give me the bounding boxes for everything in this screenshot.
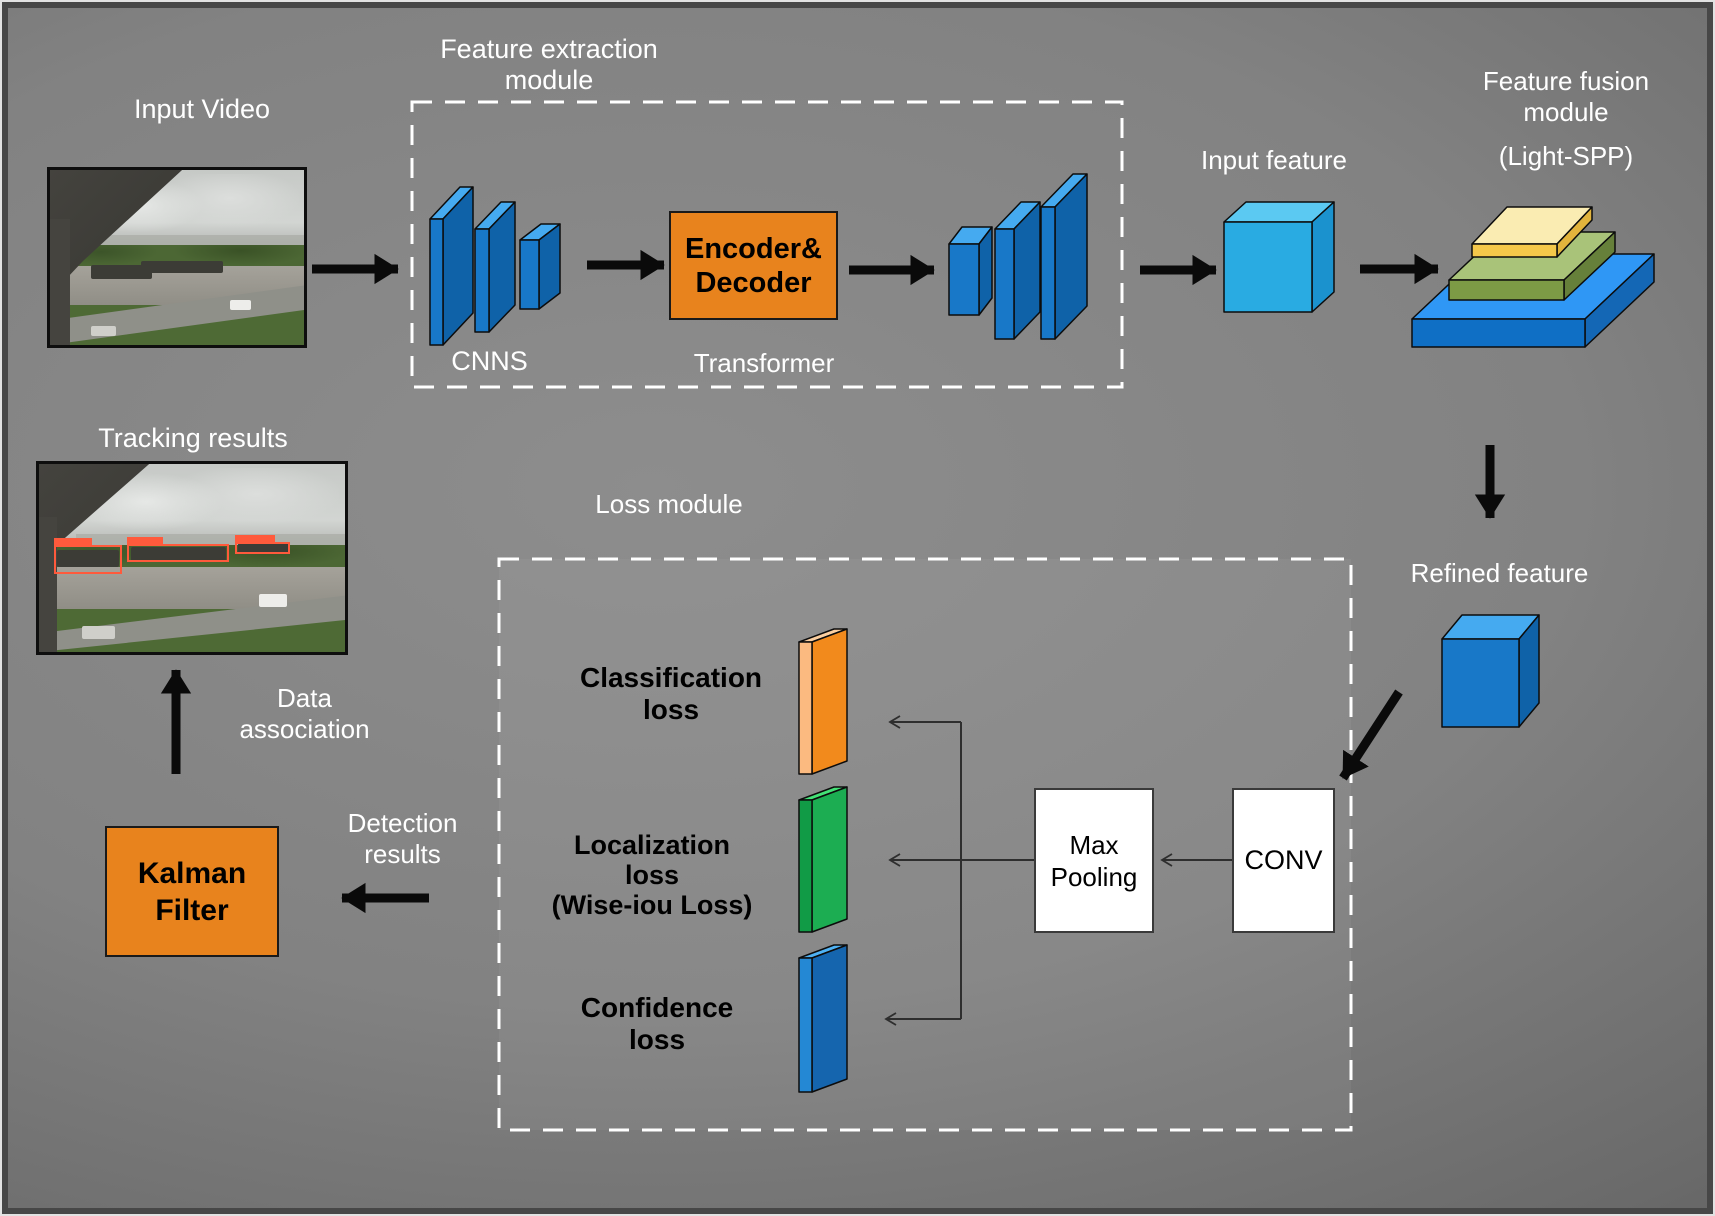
classification-loss-slab xyxy=(798,628,848,775)
loss-module-title: Loss module xyxy=(595,489,743,519)
cube-front-face xyxy=(1223,221,1313,313)
input-video-image xyxy=(47,167,307,348)
block-front-face xyxy=(948,243,980,316)
block-front-face xyxy=(1040,206,1056,340)
loss-module-box xyxy=(497,557,1353,1132)
cube-front-face xyxy=(1441,638,1520,728)
tracked-ship xyxy=(237,542,290,555)
classification-loss-line1: Classification xyxy=(579,662,763,693)
slab-front-face xyxy=(798,957,813,1093)
feature-fusion-pyramid xyxy=(1411,206,1655,348)
encoder-decoder-label-line2: Decoder xyxy=(695,266,812,299)
photo-city-skyline xyxy=(80,234,304,247)
slab-side-face xyxy=(811,628,848,775)
tracking-results-image xyxy=(36,461,348,655)
tracking-bbox xyxy=(235,535,290,554)
confidence-loss-line2: loss xyxy=(628,1024,686,1055)
max-pooling-label-line2: Pooling xyxy=(1050,861,1138,892)
slab-front-face xyxy=(798,799,813,933)
arrow-refined-to-loss-module xyxy=(1339,689,1403,781)
slab-side-face xyxy=(811,944,848,1093)
block-side-face xyxy=(538,223,561,310)
classification-loss-label: Classification loss xyxy=(541,662,801,726)
feature-fusion-subtitle: (Light-SPP) xyxy=(1498,141,1634,171)
input-video-label: Input Video xyxy=(133,94,271,124)
pyramid-yellow-front xyxy=(1471,243,1558,258)
feature-extraction-module-title: Feature extraction module xyxy=(384,34,714,96)
input-feature-label: Input feature xyxy=(1201,145,1347,175)
feature-fusion-module-title: Feature fusion module xyxy=(1450,66,1682,128)
feature-extraction-title-line1: Feature extraction xyxy=(440,34,658,64)
feature-fusion-title-line1: Feature fusion xyxy=(1482,66,1650,96)
block-front-face xyxy=(519,239,540,310)
block-front-face xyxy=(474,228,490,333)
transformer-label: Transformer xyxy=(693,348,835,378)
data-association-line1: Data xyxy=(277,683,332,713)
kalman-filter-box: Kalman Filter xyxy=(105,826,279,957)
localization-loss-line3: (Wise-iou Loss) xyxy=(551,890,753,920)
refined-feature-cube xyxy=(1441,614,1540,728)
slab-side-face xyxy=(811,786,848,933)
feature-fusion-title-line2: module xyxy=(1523,97,1609,127)
localization-loss-line1: Localization xyxy=(573,830,730,860)
photo-treeline xyxy=(50,245,304,268)
pyramid-green-front xyxy=(1448,279,1565,301)
data-association-line2: association xyxy=(239,714,370,744)
confidence-loss-label: Confidence loss xyxy=(532,992,782,1056)
detection-results-label: Detection results xyxy=(310,808,495,870)
tracked-ship xyxy=(57,550,119,568)
detection-results-line1: Detection xyxy=(347,808,458,838)
input-feature-cube xyxy=(1223,201,1335,313)
encoder-decoder-box: Encoder& Decoder xyxy=(669,211,838,320)
block-front-face xyxy=(994,228,1015,340)
photo-bridge-pillar xyxy=(39,516,58,652)
kalman-filter-label-line1: Kalman xyxy=(137,856,247,890)
localization-loss-slab xyxy=(798,786,848,933)
slab-front-face xyxy=(798,641,813,775)
tracking-results-label: Tracking results xyxy=(98,423,288,453)
localization-loss-label: Localization loss (Wise-iou Loss) xyxy=(522,830,782,920)
photo-car-gray xyxy=(90,325,117,337)
conv-label: CONV xyxy=(1244,845,1323,875)
photo-car-white xyxy=(230,299,251,310)
tracking-bbox xyxy=(54,538,122,574)
classification-loss-line2: loss xyxy=(642,694,700,725)
photo-boat xyxy=(141,261,223,274)
kalman-filter-label-line2: Filter xyxy=(155,893,229,927)
cnn-blocks-group-1 xyxy=(429,186,561,346)
tracking-bbox xyxy=(127,537,229,562)
pyramid-blue-front xyxy=(1411,318,1586,348)
cnns-label: CNNS xyxy=(451,346,528,376)
detection-results-line2: results xyxy=(364,839,441,869)
block-front-face xyxy=(429,218,444,346)
photo-bridge-pillar xyxy=(50,219,71,345)
photo-car-white xyxy=(259,593,287,607)
photo-car-gray xyxy=(81,625,116,639)
feature-extraction-title-line2: module xyxy=(504,65,594,95)
refined-feature-label: Refined feature xyxy=(1410,558,1589,588)
track-id-tag xyxy=(54,538,92,546)
conv-box: CONV xyxy=(1232,788,1335,933)
track-id-tag xyxy=(127,537,163,545)
confidence-loss-slab xyxy=(798,944,848,1093)
data-association-label: Data association xyxy=(192,683,417,745)
max-pooling-box: Max Pooling xyxy=(1034,788,1154,933)
confidence-loss-line1: Confidence xyxy=(580,992,734,1023)
track-id-tag xyxy=(235,535,275,543)
photo-boat xyxy=(90,264,152,279)
encoder-decoder-label-line1: Encoder& xyxy=(685,232,822,265)
cube-side-face xyxy=(1311,201,1335,313)
tracked-ship xyxy=(130,546,226,562)
max-pooling-label-line1: Max xyxy=(1069,829,1119,860)
cnn-blocks-group-2 xyxy=(948,173,1088,340)
localization-loss-line2: loss xyxy=(624,860,680,890)
